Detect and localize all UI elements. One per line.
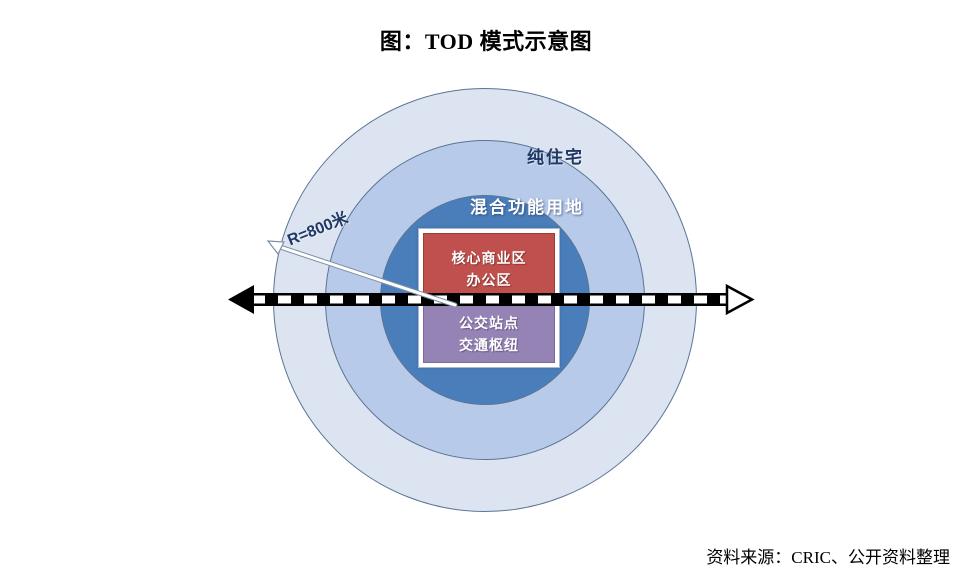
core-block: 核心商业区 办公区 公交站点 交通枢纽 [418, 228, 560, 368]
ring-outer-label: 纯住宅 [527, 148, 584, 167]
core-commercial-office-block: 核心商业区 办公区 [423, 233, 555, 306]
core-block-inner: 核心商业区 办公区 公交站点 交通枢纽 [423, 233, 555, 363]
tod-diagram: 纯住宅 混合功能用地 核心商业区 办公区 公交站点 交通枢纽 [228, 88, 755, 512]
page-title: 图：TOD 模式示意图 [379, 29, 593, 54]
core-office-label: 办公区 [466, 272, 512, 289]
source-note: 资料来源：CRIC、公开资料整理 [706, 548, 950, 567]
core-transit-block: 公交站点 交通枢纽 [423, 305, 555, 363]
core-bus-stop-label: 公交站点 [459, 314, 519, 331]
ring-middle-label: 混合功能用地 [470, 198, 584, 217]
core-commercial-label: 核心商业区 [451, 250, 527, 267]
core-transit-hub-label: 交通枢纽 [459, 336, 519, 353]
